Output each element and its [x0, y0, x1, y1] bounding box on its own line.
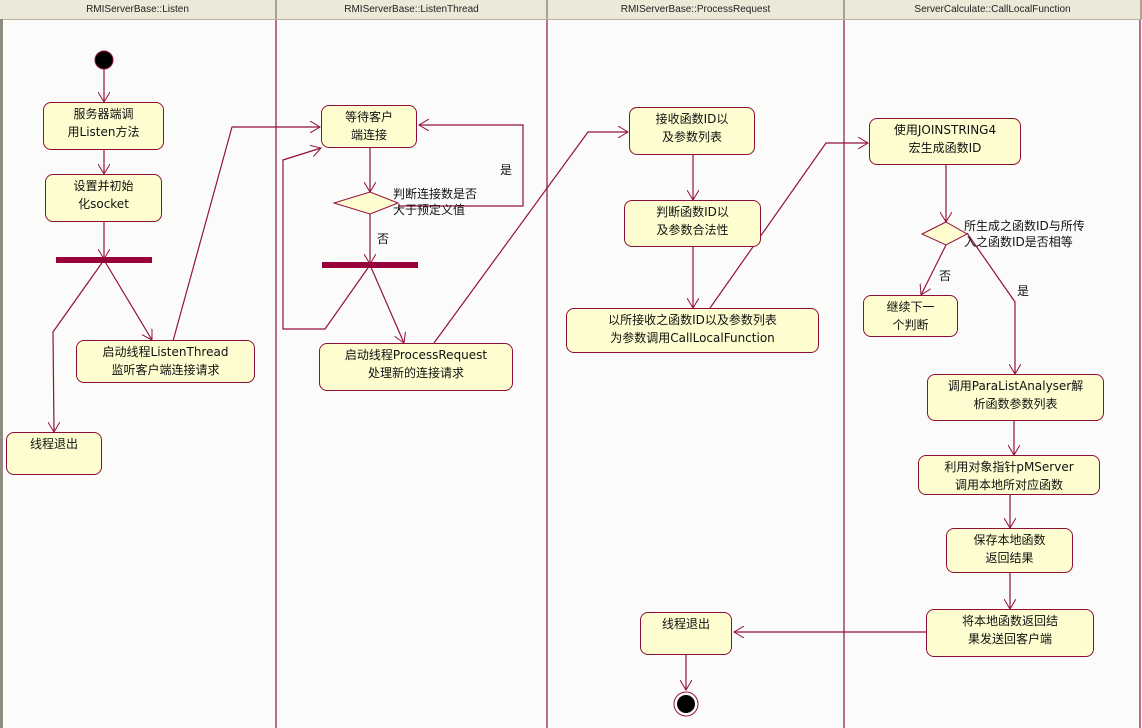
flow-arrow	[966, 232, 1015, 374]
lane-title-calllocalfunction: ServerCalculate::CallLocalFunction	[845, 0, 1142, 19]
action-call-local-function[interactable]: 以所接收之函数ID以及参数列表 为参数调用CallLocalFunction	[566, 308, 819, 353]
flow-arrow	[709, 143, 868, 309]
swimlane-header: RMIServerBase::Listen RMIServerBase::Lis…	[0, 0, 1142, 20]
fork-bar	[322, 262, 418, 268]
flow-arrow	[172, 127, 320, 342]
guard-func-no: 否	[939, 269, 952, 283]
action-parse-params[interactable]: 调用ParaListAnalyser解 析函数参数列表	[927, 374, 1104, 421]
action-listen-exit[interactable]: 线程退出	[6, 432, 102, 475]
action-wait-client[interactable]: 等待客户 端连接	[321, 105, 417, 148]
initial-node-icon	[94, 50, 114, 70]
action-init-socket[interactable]: 设置并初始 化socket	[45, 174, 162, 222]
action-check-func-id[interactable]: 判断函数ID以 及参数合法性	[624, 200, 761, 247]
flow-arrow	[282, 148, 371, 330]
action-process-exit[interactable]: 线程退出	[640, 612, 732, 655]
guard-func-yes: 是	[1017, 284, 1030, 298]
decision-label-conn-count: 判断连接数是否 大于预定义值	[393, 187, 478, 217]
flow-arrow	[398, 125, 524, 207]
action-call-via-pointer[interactable]: 利用对象指针pMServer 调用本地所对应函数	[918, 455, 1100, 495]
action-save-result[interactable]: 保存本地函数 返回结果	[946, 528, 1073, 573]
action-listen-call[interactable]: 服务器端调 用Listen方法	[43, 102, 164, 150]
decision-label-func-id: 所生成之函数ID与所传 入之函数ID是否相等	[964, 219, 1085, 249]
flow-arrow	[921, 244, 947, 295]
guard-conn-yes: 是	[500, 163, 513, 177]
flow-arrow	[369, 264, 404, 343]
final-node-inner-icon	[677, 695, 695, 713]
flow-arrow	[433, 132, 628, 344]
guard-conn-no: 否	[377, 232, 390, 246]
flow-arrow	[103, 259, 153, 340]
lane-title-listen: RMIServerBase::Listen	[0, 0, 277, 19]
fork-bar	[56, 257, 152, 263]
action-start-listen-thread[interactable]: 启动线程ListenThread 监听客户端连接请求	[76, 340, 255, 383]
diagram-frame-left	[0, 19, 3, 728]
lane-title-processrequest: RMIServerBase::ProcessRequest	[548, 0, 845, 19]
action-start-process-request[interactable]: 启动线程ProcessRequest 处理新的连接请求	[319, 343, 513, 391]
decision-diamond-func-id	[920, 221, 969, 246]
lane-title-listenthread: RMIServerBase::ListenThread	[277, 0, 548, 19]
action-recv-func-id[interactable]: 接收函数ID以 及参数列表	[629, 107, 755, 155]
action-next-check[interactable]: 继续下一 个判断	[863, 295, 958, 337]
action-send-result[interactable]: 将本地函数返回结 果发送回客户端	[926, 609, 1094, 657]
flow-arrow	[53, 259, 105, 432]
decision-diamond-conn-count	[332, 191, 400, 215]
action-gen-func-id[interactable]: 使用JOINSTRING4 宏生成函数ID	[869, 118, 1021, 165]
